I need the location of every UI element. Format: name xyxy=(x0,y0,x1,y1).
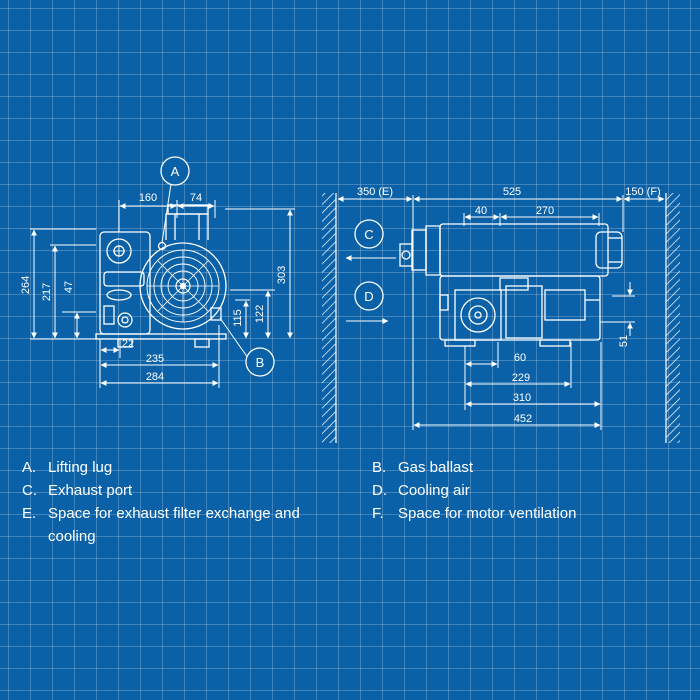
legend-item-e: E. Space for exhaust filter exchange and… xyxy=(22,502,342,548)
callout-a: A xyxy=(160,156,190,186)
legend-item-d: D. Cooling air xyxy=(372,479,692,502)
motor-fan-cover xyxy=(139,242,227,330)
exhaust-stack xyxy=(165,213,209,240)
dim-264: 264 xyxy=(20,276,32,294)
dim-350-e: 350 (E) xyxy=(357,186,393,198)
dim-235: 235 xyxy=(146,353,164,365)
pump-cylinder xyxy=(425,225,441,276)
legend-key: E. xyxy=(22,505,37,522)
dim-303: 303 xyxy=(276,266,288,284)
legend-text: Space for exhaust filter exchange and co… xyxy=(48,505,300,545)
wall-left xyxy=(322,193,336,443)
legend-item-a: A. Lifting lug xyxy=(22,456,342,479)
dim-74: 74 xyxy=(190,192,202,204)
dim-270: 270 xyxy=(536,205,554,217)
side-view-dimensions xyxy=(30,183,295,388)
legend-key: C. xyxy=(22,482,37,499)
dim-284: 284 xyxy=(146,371,164,383)
legend-key: D. xyxy=(372,482,387,499)
front-view-dimensions xyxy=(337,195,665,430)
callout-a-label: A xyxy=(171,164,180,179)
side-view-dimension-labels: 160 74 264 217 47 303 122 115 22 235 284 xyxy=(20,192,288,383)
legend-column-left: A. Lifting lug C. Exhaust port E. Space … xyxy=(22,456,342,548)
dim-122: 122 xyxy=(254,305,266,323)
callout-b: B xyxy=(245,347,275,377)
legend-item-b: B. Gas ballast xyxy=(372,456,692,479)
legend-item-f: F. Space for motor ventilation xyxy=(372,502,692,525)
dim-47: 47 xyxy=(63,281,75,293)
dim-150-f: 150 (F) xyxy=(625,186,660,198)
dim-452: 452 xyxy=(514,413,532,425)
pump-head-flange xyxy=(106,238,132,264)
dim-40: 40 xyxy=(475,205,487,217)
legend-column-right: B. Gas ballast D. Cooling air F. Space f… xyxy=(372,456,692,525)
legend-text: Cooling air xyxy=(398,482,470,499)
dim-51: 51 xyxy=(618,335,630,347)
legend-text: Exhaust port xyxy=(48,482,133,499)
dim-60: 60 xyxy=(514,352,526,364)
front-view-dimension-labels: 350 (E) 525 150 (F) 40 270 51 60 229 310… xyxy=(357,186,661,425)
dim-160: 160 xyxy=(139,192,157,204)
legend-key: B. xyxy=(372,459,387,476)
legend-text: Lifting lug xyxy=(48,459,113,476)
legend-text: Gas ballast xyxy=(398,459,474,476)
callout-b-label: B xyxy=(256,355,265,370)
callout-d: D xyxy=(354,281,384,311)
callout-c-label: C xyxy=(364,227,373,242)
legend-item-c: C. Exhaust port xyxy=(22,479,342,502)
dim-22: 22 xyxy=(122,338,134,350)
legend-key: F. xyxy=(372,505,384,522)
dim-310: 310 xyxy=(513,392,531,404)
callout-d-label: D xyxy=(364,289,373,304)
dim-229: 229 xyxy=(512,372,530,384)
dim-525: 525 xyxy=(503,186,521,198)
dim-217: 217 xyxy=(41,283,53,301)
callout-c: C xyxy=(354,219,384,249)
dim-115: 115 xyxy=(232,309,244,327)
front-view xyxy=(399,223,623,347)
wall-right xyxy=(666,193,680,443)
side-view xyxy=(95,204,227,348)
legend-text: Space for motor ventilation xyxy=(398,505,577,522)
pump-end-flange xyxy=(454,289,502,341)
legend-key: A. xyxy=(22,459,37,476)
